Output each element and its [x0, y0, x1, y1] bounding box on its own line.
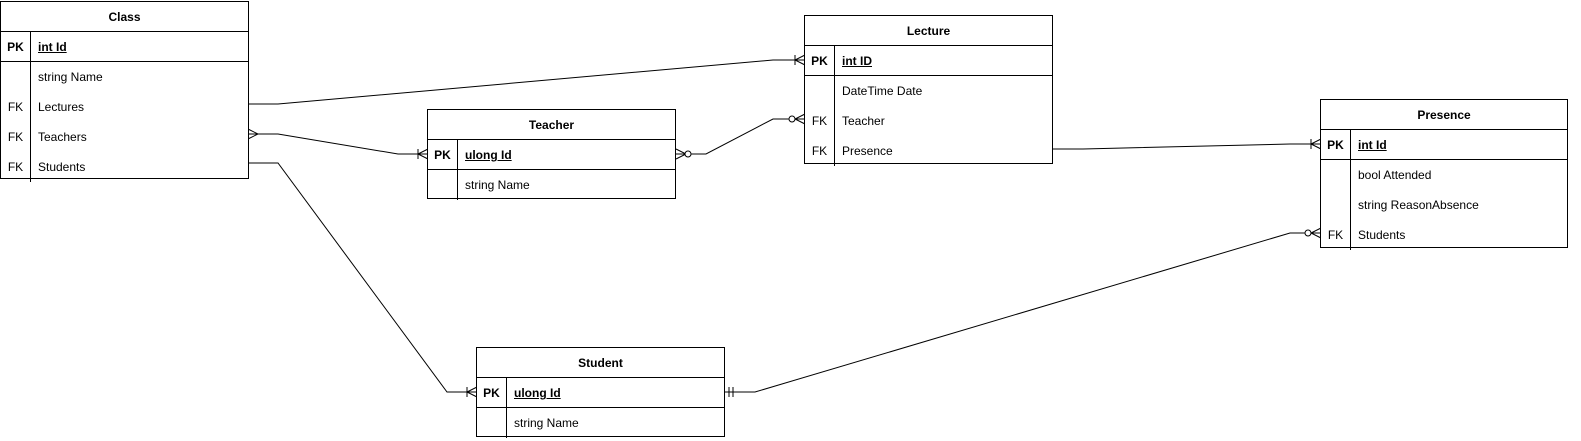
- relation-lecture-presence[interactable]: [1053, 138, 1322, 150]
- attribute-name: Teachers: [38, 130, 87, 144]
- relation-teacher-lecture[interactable]: [675, 113, 806, 160]
- relation-class-teacher[interactable]: [247, 128, 429, 160]
- attribute-name: Students: [38, 160, 86, 174]
- entity-title: Teacher: [428, 110, 675, 140]
- attribute-row[interactable]: FK Teachers: [1, 122, 248, 152]
- attribute-row[interactable]: PK ulong Id: [477, 378, 724, 408]
- attribute-row[interactable]: FK Students: [1, 152, 248, 182]
- attribute-name: string Name: [514, 416, 579, 430]
- key-marker: FK: [1, 92, 31, 122]
- attribute-row[interactable]: FK Teacher: [805, 106, 1052, 136]
- attribute-row[interactable]: string Name: [428, 170, 675, 200]
- key-marker: [1321, 190, 1351, 220]
- attribute-row[interactable]: PK int Id: [1, 32, 248, 62]
- attribute-row[interactable]: DateTime Date: [805, 76, 1052, 106]
- entity-title: Student: [477, 348, 724, 378]
- attribute-row[interactable]: PK int ID: [805, 46, 1052, 76]
- attribute-name: ulong Id: [514, 386, 561, 400]
- key-marker: PK: [477, 378, 507, 407]
- entity-title: Lecture: [805, 16, 1052, 46]
- attribute-row[interactable]: string Name: [1, 62, 248, 92]
- attribute-row[interactable]: PK int Id: [1321, 130, 1567, 160]
- relation-student-presence[interactable]: [725, 227, 1322, 397]
- attribute-name: int Id: [38, 40, 67, 54]
- entity-title: Class: [1, 2, 248, 32]
- entity-teacher[interactable]: Teacher PK ulong Id string Name: [427, 109, 676, 200]
- attribute-name: Lectures: [38, 100, 85, 114]
- key-marker: PK: [1, 32, 31, 61]
- key-marker: PK: [1321, 130, 1351, 159]
- key-marker: [1, 62, 31, 92]
- attribute-name: int Id: [1358, 138, 1387, 152]
- attribute-name: bool Attended: [1358, 168, 1432, 182]
- entity-lecture[interactable]: Lecture PK int ID DateTime Date FK Teach…: [804, 15, 1053, 166]
- key-marker: FK: [1321, 220, 1351, 250]
- attribute-name: int ID: [842, 54, 872, 68]
- key-marker: FK: [805, 106, 835, 136]
- key-marker: FK: [1, 122, 31, 152]
- attribute-row[interactable]: FK Lectures: [1, 92, 248, 122]
- key-marker: [1321, 160, 1351, 190]
- attribute-row[interactable]: string ReasonAbsence: [1321, 190, 1567, 220]
- key-marker: [428, 170, 458, 200]
- attribute-row[interactable]: string Name: [477, 408, 724, 438]
- relation-class-lecture[interactable]: [248, 54, 806, 105]
- key-marker: [805, 76, 835, 106]
- attribute-name: DateTime Date: [842, 84, 923, 98]
- entity-presence[interactable]: Presence PK int Id bool Attended string …: [1320, 99, 1568, 250]
- key-marker: FK: [1, 152, 31, 182]
- attribute-row[interactable]: PK ulong Id: [428, 140, 675, 170]
- key-marker: FK: [805, 136, 835, 166]
- attribute-name: string Name: [38, 70, 103, 84]
- entity-class[interactable]: Class PK int Id string Name FK Lectures …: [0, 1, 249, 182]
- entity-title: Presence: [1321, 100, 1567, 130]
- entity-student[interactable]: Student PK ulong Id string Name: [476, 347, 725, 438]
- attribute-name: ulong Id: [465, 148, 512, 162]
- attribute-name: Students: [1358, 228, 1406, 242]
- attribute-name: Presence: [842, 144, 893, 158]
- attribute-row[interactable]: FK Students: [1321, 220, 1567, 250]
- key-marker: PK: [428, 140, 458, 169]
- attribute-name: string ReasonAbsence: [1358, 198, 1479, 212]
- attribute-row[interactable]: FK Presence: [805, 136, 1052, 166]
- key-marker: [477, 408, 507, 438]
- attribute-name: Teacher: [842, 114, 885, 128]
- key-marker: PK: [805, 46, 835, 75]
- attribute-name: string Name: [465, 178, 530, 192]
- attribute-row[interactable]: bool Attended: [1321, 160, 1567, 190]
